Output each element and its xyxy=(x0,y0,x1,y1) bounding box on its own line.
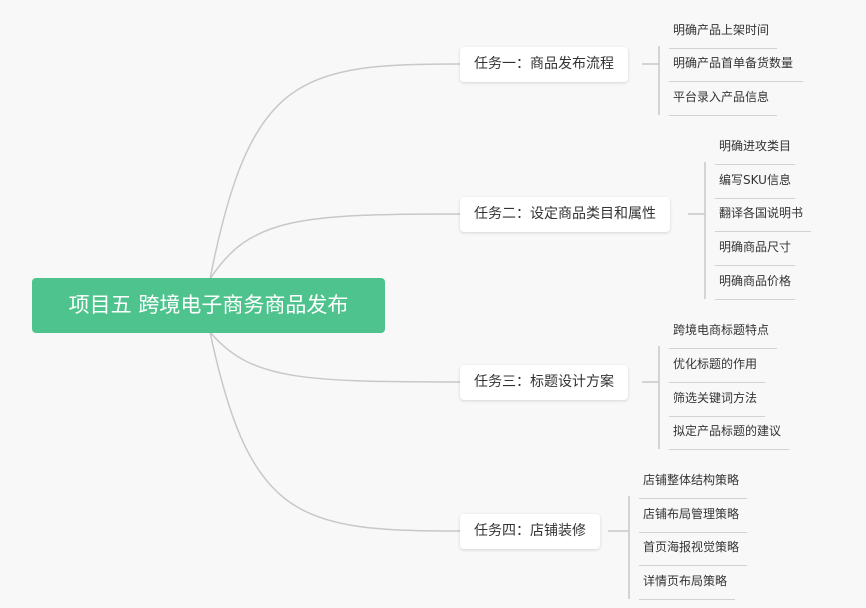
task-2-subtopic[interactable]: 明确商品尺寸 xyxy=(715,232,795,266)
root-to-task-3-connector xyxy=(209,331,461,383)
task-1-subtopic[interactable]: 平台录入产品信息 xyxy=(669,82,777,116)
task-2-subtopic[interactable]: 编写SKU信息 xyxy=(715,165,795,199)
task-4-subtopic[interactable]: 店铺整体结构策略 xyxy=(639,465,747,499)
task-2-subtopic[interactable]: 明确进攻类目 xyxy=(715,131,795,165)
task-4-subtopic[interactable]: 详情页布局策略 xyxy=(639,566,735,600)
root-to-task-2-connector xyxy=(209,213,461,280)
task-4-subtopic[interactable]: 首页海报视觉策略 xyxy=(639,532,747,566)
task-1-node[interactable]: 任务一：商品发布流程 xyxy=(460,47,628,82)
task-4-node[interactable]: 任务四：店铺装修 xyxy=(460,514,600,549)
task-1-subtopic[interactable]: 明确产品上架时间 xyxy=(669,15,777,49)
root-to-task-4-connector xyxy=(209,331,461,532)
task-3-node[interactable]: 任务三：标题设计方案 xyxy=(460,365,628,400)
task-1-subtopic[interactable]: 明确产品首单备货数量 xyxy=(669,48,803,82)
task-3-subtopic[interactable]: 拟定产品标题的建议 xyxy=(669,416,789,450)
central-topic[interactable]: 项目五 跨境电子商务商品发布 xyxy=(32,278,385,333)
root-to-task-1-connector xyxy=(209,63,461,280)
task-2-subtopic[interactable]: 明确商品价格 xyxy=(715,266,795,300)
task-3-subtopic[interactable]: 筛选关键词方法 xyxy=(669,383,765,417)
task-4-subtopic[interactable]: 店铺布局管理策略 xyxy=(639,499,747,533)
task-2-subtopic[interactable]: 翻译各国说明书 xyxy=(715,198,811,232)
task-2-node[interactable]: 任务二：设定商品类目和属性 xyxy=(460,197,670,232)
task-3-subtopic[interactable]: 跨境电商标题特点 xyxy=(669,315,777,349)
task-3-subtopic[interactable]: 优化标题的作用 xyxy=(669,349,765,383)
